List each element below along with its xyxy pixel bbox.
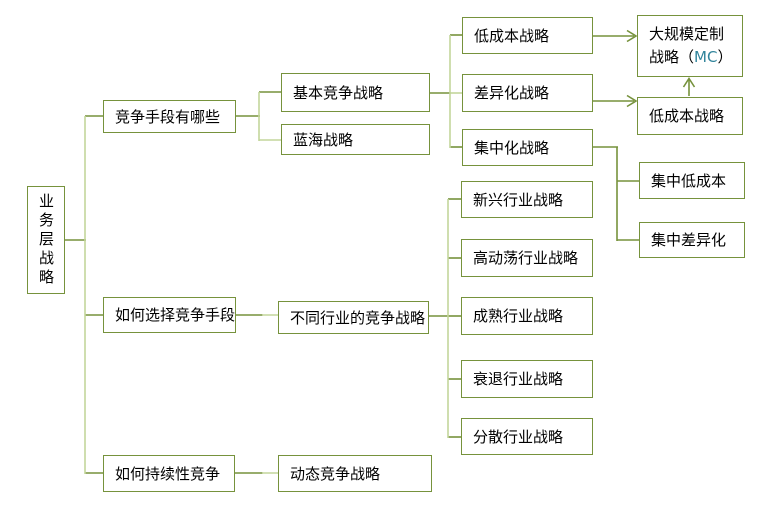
node-turbulent-industry-label: 高动荡行业战略 [473,249,579,267]
node-differentiation[interactable]: 差异化战略 [462,74,593,112]
node-choose[interactable]: 如何选择竞争手段 [103,297,236,333]
node-low-cost-right-label: 低成本战略 [649,107,725,125]
node-root-label: 业务层战略 [37,192,55,288]
node-choose-label: 如何选择竞争手段 [115,306,236,324]
node-mass-customization-line2: 战略（MC） [649,46,732,69]
node-low-cost[interactable]: 低成本战略 [462,17,593,54]
node-emerging-industry-label: 新兴行业战略 [473,190,564,209]
node-focus-low-cost[interactable]: 集中低成本 [639,162,745,199]
arrowhead-icons [626,29,696,108]
node-low-cost-label: 低成本战略 [474,26,550,45]
node-fragmented-industry[interactable]: 分散行业战略 [461,418,593,455]
node-focus-strategy[interactable]: 集中化战略 [462,129,593,166]
node-fragmented-industry-label: 分散行业战略 [473,427,564,446]
node-sustain[interactable]: 如何持续性竞争 [103,455,235,492]
node-dynamic-strategy[interactable]: 动态竞争战略 [278,455,432,492]
node-focus-differentiation-label: 集中差异化 [651,231,727,249]
node-methods[interactable]: 竞争手段有哪些 [103,100,236,133]
node-focus-low-cost-label: 集中低成本 [651,171,727,190]
node-blue-ocean[interactable]: 蓝海战略 [281,124,430,155]
node-basic-strategy-label: 基本竞争战略 [293,83,384,102]
node-emerging-industry[interactable]: 新兴行业战略 [461,181,593,218]
node-dynamic-strategy-label: 动态竞争战略 [290,464,381,483]
node-mass-customization[interactable]: 大规模定制 战略（MC） [637,15,743,77]
node-focus-strategy-label: 集中化战略 [474,138,550,157]
node-differentiation-label: 差异化战略 [474,84,550,102]
node-methods-label: 竞争手段有哪些 [115,107,221,126]
node-industry-strategies-label: 不同行业的竞争战略 [290,308,426,327]
node-mass-customization-line1: 大规模定制 [649,24,725,43]
node-sustain-label: 如何持续性竞争 [115,464,221,483]
node-turbulent-industry[interactable]: 高动荡行业战略 [461,239,593,277]
node-declining-industry[interactable]: 衰退行业战略 [461,360,593,398]
node-declining-industry-label: 衰退行业战略 [473,370,564,388]
node-focus-differentiation[interactable]: 集中差异化 [639,222,745,258]
mc-line2-suffix: ） [717,48,733,66]
node-mature-industry[interactable]: 成熟行业战略 [461,297,593,335]
node-root[interactable]: 业务层战略 [27,186,65,294]
node-industry-strategies[interactable]: 不同行业的竞争战略 [278,301,429,334]
node-low-cost-right[interactable]: 低成本战略 [637,97,743,135]
mc-line2-prefix: 战略（ [649,48,695,66]
mc-line2-accent: MC [694,48,718,66]
node-blue-ocean-label: 蓝海战略 [293,130,354,149]
node-mature-industry-label: 成熟行业战略 [473,307,564,325]
node-basic-strategy[interactable]: 基本竞争战略 [281,73,430,112]
